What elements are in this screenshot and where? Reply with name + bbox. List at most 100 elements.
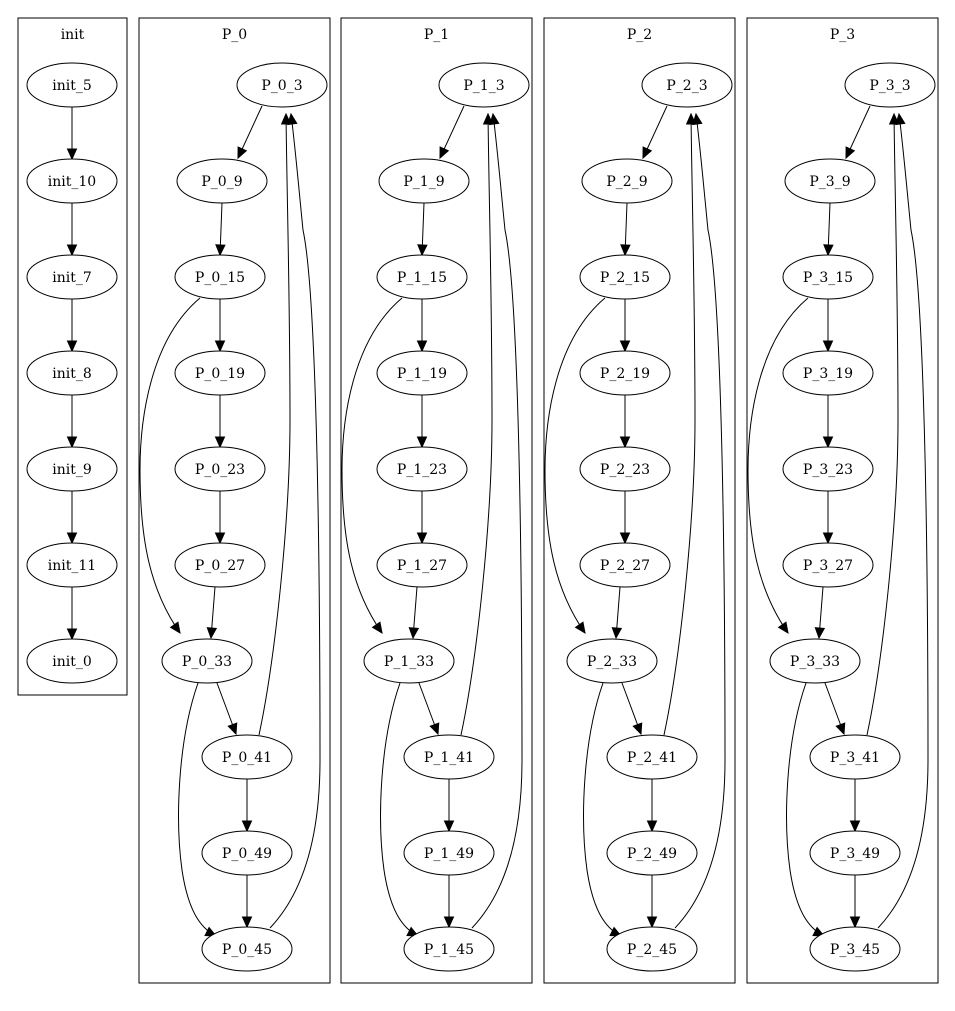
- node-init_10[interactable]: init_10: [26, 158, 118, 204]
- node-label-P_2_49: P_2_49: [627, 846, 677, 862]
- node-label-P_3_41: P_3_41: [830, 750, 880, 766]
- node-P_2_33[interactable]: P_2_33: [566, 638, 658, 684]
- edge-P_2_27-to-P_2_33-arrowhead: [611, 627, 623, 640]
- node-P_0_33[interactable]: P_0_33: [161, 638, 253, 684]
- node-ellipse-P_3_27: [782, 542, 874, 588]
- node-init_5[interactable]: init_5: [26, 62, 118, 108]
- node-P_2_15[interactable]: P_2_15: [579, 254, 671, 300]
- node-P_3_15[interactable]: P_3_15: [782, 254, 874, 300]
- edge-P_3_19-to-P_3_23-arrowhead: [822, 436, 834, 449]
- node-P_2_41[interactable]: P_2_41: [606, 734, 698, 780]
- node-P_1_3[interactable]: P_1_3: [438, 62, 530, 108]
- node-P_3_49[interactable]: P_3_49: [809, 830, 901, 876]
- node-P_3_19[interactable]: P_3_19: [782, 350, 874, 396]
- node-ellipse-P_0_49: [201, 830, 293, 876]
- node-P_1_27[interactable]: P_1_27: [376, 542, 468, 588]
- node-P_1_33[interactable]: P_1_33: [363, 638, 455, 684]
- cluster-label-init: init: [61, 27, 85, 43]
- node-P_2_45[interactable]: P_2_45: [606, 926, 698, 972]
- edge-P_3_3-to-P_3_9-arrowhead: [845, 146, 856, 160]
- node-P_2_19[interactable]: P_2_19: [579, 350, 671, 396]
- edge-P_3_41-to-P_3_49-arrowhead: [849, 820, 861, 833]
- node-ellipse-P_1_45: [403, 926, 495, 972]
- node-label-P_1_9: P_1_9: [403, 174, 444, 190]
- edge-P_0_45-to-P_0_3: [269, 112, 321, 929]
- node-ellipse-P_1_23: [376, 446, 468, 492]
- node-ellipse-P_3_19: [782, 350, 874, 396]
- node-P_2_9[interactable]: P_2_9: [581, 158, 673, 204]
- node-P_0_15[interactable]: P_0_15: [174, 254, 266, 300]
- node-label-P_0_23: P_0_23: [195, 462, 245, 478]
- edge-P_2_33-to-P_2_45-path: [583, 682, 622, 937]
- node-P_1_45[interactable]: P_1_45: [403, 926, 495, 972]
- node-P_2_49[interactable]: P_2_49: [606, 830, 698, 876]
- node-init_0[interactable]: init_0: [26, 638, 118, 684]
- node-label-P_2_3: P_2_3: [666, 78, 707, 94]
- node-init_9[interactable]: init_9: [26, 446, 118, 492]
- node-P_0_49[interactable]: P_0_49: [201, 830, 293, 876]
- node-label-P_3_45: P_3_45: [830, 942, 880, 958]
- node-label-P_0_19: P_0_19: [195, 366, 245, 382]
- node-ellipse-P_3_49: [809, 830, 901, 876]
- node-P_2_3[interactable]: P_2_3: [641, 62, 733, 108]
- node-P_1_49[interactable]: P_1_49: [403, 830, 495, 876]
- node-P_3_3[interactable]: P_3_3: [844, 62, 936, 108]
- node-P_0_45[interactable]: P_0_45: [201, 926, 293, 972]
- edge-P_2_9-to-P_2_15-arrowhead: [620, 244, 631, 257]
- node-P_2_27[interactable]: P_2_27: [579, 542, 671, 588]
- node-ellipse-P_1_49: [403, 830, 495, 876]
- node-ellipse-P_0_19: [174, 350, 266, 396]
- edge-P_1_33-to-P_1_45: [380, 682, 420, 937]
- node-P_1_23[interactable]: P_1_23: [376, 446, 468, 492]
- edge-P_0_41-to-P_0_3: [258, 112, 292, 736]
- edge-P_2_41-to-P_2_49: [646, 779, 658, 833]
- edge-P_0_23-to-P_0_27: [214, 491, 226, 545]
- node-label-P_3_15: P_3_15: [803, 270, 853, 286]
- node-P_0_9[interactable]: P_0_9: [176, 158, 268, 204]
- node-ellipse-P_3_41: [809, 734, 901, 780]
- edge-P_2_49-to-P_2_45-arrowhead: [646, 916, 658, 929]
- node-P_2_23[interactable]: P_2_23: [579, 446, 671, 492]
- edge-P_1_23-to-P_1_27-arrowhead: [416, 532, 428, 545]
- node-P_0_23[interactable]: P_0_23: [174, 446, 266, 492]
- node-P_3_27[interactable]: P_3_27: [782, 542, 874, 588]
- node-P_0_27[interactable]: P_0_27: [174, 542, 266, 588]
- edge-init_5-to-init_10: [66, 107, 78, 161]
- node-P_1_15[interactable]: P_1_15: [376, 254, 468, 300]
- node-P_1_9[interactable]: P_1_9: [378, 158, 470, 204]
- edge-P_0_3-to-P_0_9-arrowhead: [237, 146, 248, 160]
- edge-P_2_23-to-P_2_27: [619, 491, 631, 545]
- edge-init_7-to-init_8-arrowhead: [66, 340, 78, 353]
- node-ellipse-P_3_9: [784, 158, 876, 204]
- edge-P_3_45-to-P_3_3-path: [877, 113, 929, 929]
- node-label-P_2_23: P_2_23: [600, 462, 650, 478]
- node-P_0_3[interactable]: P_0_3: [236, 62, 328, 108]
- node-P_0_41[interactable]: P_0_41: [201, 734, 293, 780]
- cluster-box-P_0: [138, 17, 331, 984]
- node-P_3_9[interactable]: P_3_9: [784, 158, 876, 204]
- node-P_0_19[interactable]: P_0_19: [174, 350, 266, 396]
- node-ellipse-P_2_3: [641, 62, 733, 108]
- node-label-P_3_33: P_3_33: [790, 654, 840, 670]
- edge-P_3_41-to-P_3_3: [866, 112, 900, 736]
- node-P_3_33[interactable]: P_3_33: [769, 638, 861, 684]
- node-P_1_19[interactable]: P_1_19: [376, 350, 468, 396]
- node-init_11[interactable]: init_11: [26, 542, 118, 588]
- node-P_3_23[interactable]: P_3_23: [782, 446, 874, 492]
- node-P_1_41[interactable]: P_1_41: [403, 734, 495, 780]
- edge-P_2_41-to-P_2_49-arrowhead: [646, 820, 658, 833]
- node-P_3_45[interactable]: P_3_45: [809, 926, 901, 972]
- node-label-P_1_19: P_1_19: [397, 366, 447, 382]
- edge-P_0_15-to-P_0_33-path: [139, 297, 201, 634]
- node-P_3_41[interactable]: P_3_41: [809, 734, 901, 780]
- edge-P_2_3-to-P_2_9: [642, 105, 668, 160]
- cluster-box-P_1: [340, 17, 533, 984]
- node-ellipse-P_2_19: [579, 350, 671, 396]
- edge-init_10-to-init_7: [66, 203, 78, 257]
- edge-P_3_45-to-P_3_3-arrowhead: [895, 112, 906, 126]
- edge-P_2_45-to-P_2_3-path: [674, 113, 726, 929]
- node-init_7[interactable]: init_7: [26, 254, 118, 300]
- edge-P_3_23-to-P_3_27: [822, 491, 834, 545]
- edge-P_2_15-to-P_2_33: [544, 297, 606, 634]
- node-init_8[interactable]: init_8: [26, 350, 118, 396]
